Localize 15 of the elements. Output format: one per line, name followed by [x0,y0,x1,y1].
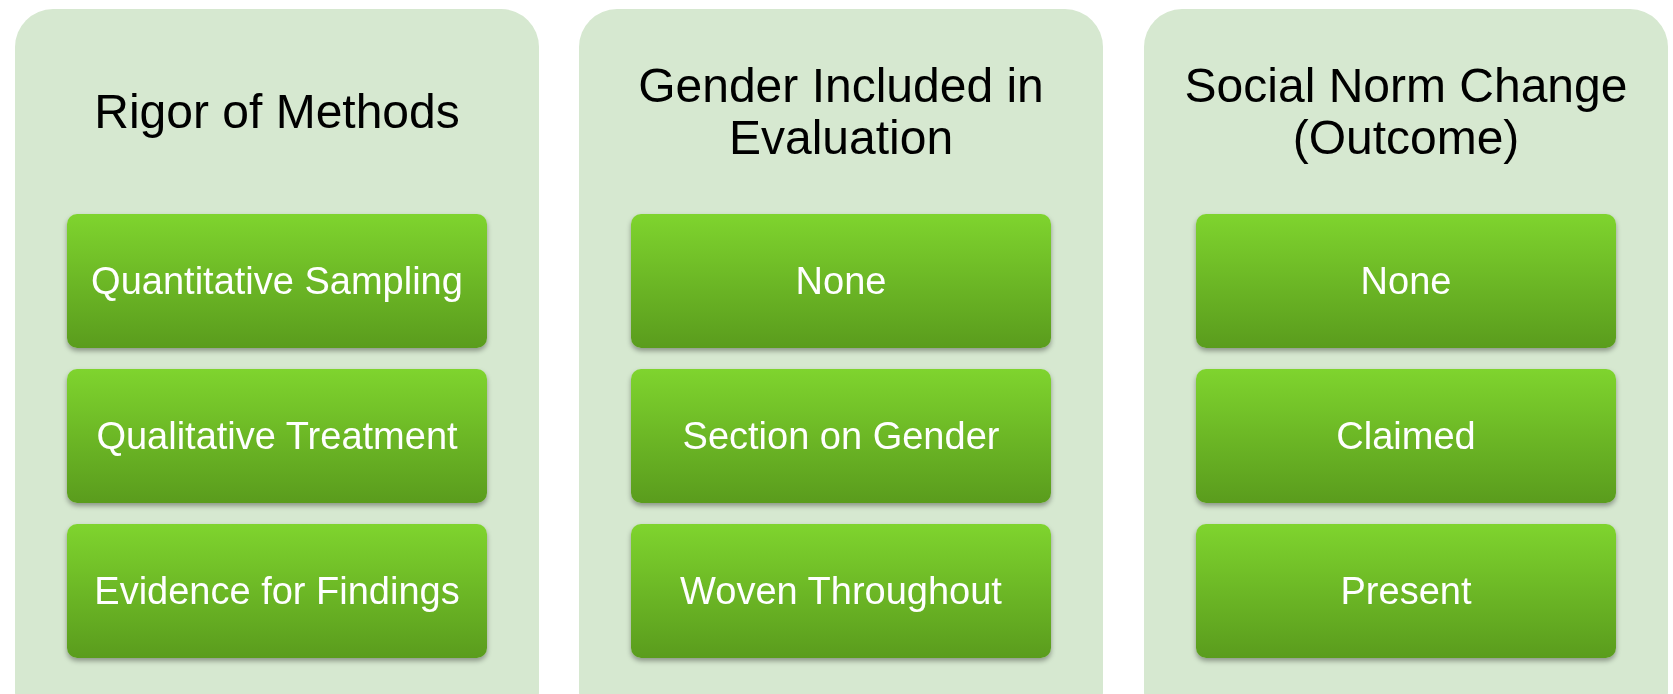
category-panel [15,9,539,694]
option-box: None [631,214,1051,348]
option-box: Evidence for Findings [67,524,487,658]
panel-heading: Social Norm Change (Outcome) [1183,59,1629,164]
option-box: None [1196,214,1616,348]
category-panel [579,9,1103,694]
category-panel [1144,9,1668,694]
option-box: Claimed [1196,369,1616,503]
option-box: Woven Throughout [631,524,1051,658]
option-box: Present [1196,524,1616,658]
option-box: Qualitative Treatment [67,369,487,503]
option-box: Section on Gender [631,369,1051,503]
panel-heading: Gender Included in Evaluation [637,59,1045,164]
option-box: Quantitative Sampling [67,214,487,348]
panel-heading: Rigor of Methods [94,85,460,138]
